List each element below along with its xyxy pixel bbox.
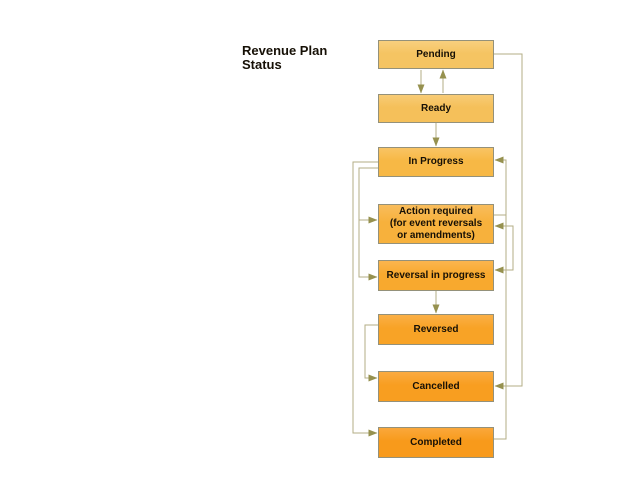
node-action-required-label: Action required (399, 206, 473, 217)
edge-pending-cancelled (494, 53, 523, 390)
node-reversed: Reversed (378, 314, 494, 345)
page-title: Revenue Plan Status (242, 43, 328, 73)
edge-completed-in-progress (494, 156, 507, 440)
edge-loop-into-action-required (494, 222, 514, 248)
node-cancelled: Cancelled (378, 371, 494, 402)
edge-loop-into-reversal-in-progress (494, 248, 514, 274)
node-ready: Ready (378, 94, 494, 123)
node-ready-label: Ready (420, 102, 451, 114)
node-action-required: Action required (for event reversals or … (378, 204, 494, 244)
edge-reversed-cancelled (364, 324, 378, 382)
node-pending: Pending (378, 40, 494, 69)
node-reversal-in-progress-label: Reversal in progress (386, 269, 486, 281)
node-completed: Completed (378, 427, 494, 458)
node-completed-label: Completed (410, 436, 462, 448)
node-in-progress-label: In Progress (408, 156, 464, 167)
node-reversed-label: Reversed (413, 323, 459, 335)
node-action-required-sublabel: (for event reversals or amendments) (389, 218, 483, 241)
node-cancelled-label: Cancelled (412, 380, 460, 392)
node-in-progress: In Progress (378, 147, 494, 177)
node-pending-label: Pending (416, 48, 456, 60)
node-reversal-in-progress: Reversal in progress (378, 260, 494, 291)
edge-in-progress-reversal-in-progress (358, 167, 378, 281)
edge-in-progress-completed (352, 161, 378, 437)
